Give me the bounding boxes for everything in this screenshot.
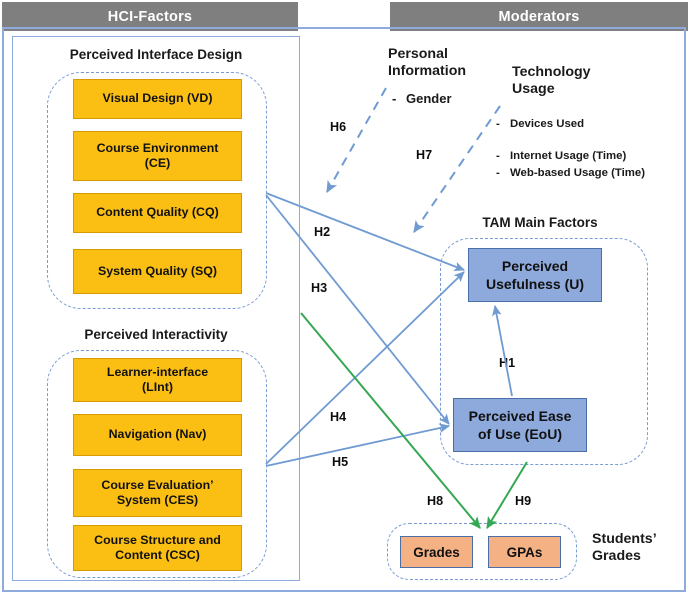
moderator-item-gender-label: Gender <box>406 91 452 106</box>
label-h2: H2 <box>314 225 331 239</box>
label-h7: H7 <box>416 148 433 162</box>
outer-frame <box>2 27 686 592</box>
bullet-dash-icon: - <box>496 118 500 130</box>
moderator-item-web-based-usage-label: Web-based Usage (Time) <box>510 167 646 179</box>
group-title-perceived-interface-design: Perceived Interface Design <box>69 47 243 62</box>
bullet-dash-icon: - <box>392 91 397 106</box>
label-h1: H1 <box>499 356 516 370</box>
dashed-container-interface-design <box>47 72 267 309</box>
label-h5: H5 <box>332 455 349 469</box>
factor-box-visual-design[interactable]: Visual Design (VD) <box>73 79 242 119</box>
tam-box-perceived-usefulness[interactable]: Perceived Usefulness (U) <box>468 248 602 302</box>
grades-box[interactable]: Grades <box>400 536 473 568</box>
header-moderators: Moderators <box>390 2 688 31</box>
dashed-container-students-grades <box>387 523 577 580</box>
factor-box-content-quality[interactable]: Content Quality (CQ) <box>73 193 242 233</box>
label-h8: H8 <box>427 494 444 508</box>
gpas-box[interactable]: GPAs <box>488 536 561 568</box>
factor-box-system-quality[interactable]: System Quality (SQ) <box>73 249 242 294</box>
moderator-item-web-based-usage: - Web-based Usage (Time) <box>496 167 645 179</box>
factor-box-course-structure-content[interactable]: Course Structure and Content (CSC) <box>73 525 242 571</box>
label-h9: H9 <box>515 494 532 508</box>
group-title-tam-main-factors: TAM Main Factors <box>482 215 598 230</box>
bullet-dash-icon: - <box>496 150 500 162</box>
moderator-item-internet-usage-label: Internet Usage (Time) <box>510 150 627 162</box>
moderator-item-devices-used: - Devices Used <box>496 118 584 130</box>
tam-box-perceived-ease-of-use[interactable]: Perceived Ease of Use (EoU) <box>453 398 587 452</box>
moderator-title-personal-information: Personal Information <box>388 46 467 79</box>
group-title-perceived-interactivity: Perceived Interactivity <box>84 327 228 342</box>
label-h4: H4 <box>330 410 347 424</box>
factor-box-course-evaluation-system[interactable]: Course Evaluation’ System (CES) <box>73 469 242 517</box>
moderator-item-internet-usage: - Internet Usage (Time) <box>496 150 626 162</box>
label-h3: H3 <box>311 281 328 295</box>
factor-box-course-environment[interactable]: Course Environment (CE) <box>73 131 242 181</box>
factor-box-navigation[interactable]: Navigation (Nav) <box>73 414 242 456</box>
students-grades-title: Students’ Grades <box>592 531 657 564</box>
bullet-dash-icon: - <box>496 167 500 179</box>
factor-box-learner-interface[interactable]: Learner-interface (LInt) <box>73 358 242 402</box>
moderator-item-devices-used-label: Devices Used <box>510 118 585 130</box>
label-h6: H6 <box>330 120 347 134</box>
moderator-item-gender: - Gender <box>392 91 452 106</box>
moderator-title-technology-usage: Technology Usage <box>512 64 591 97</box>
header-hci-factors: HCI-Factors <box>2 2 298 31</box>
